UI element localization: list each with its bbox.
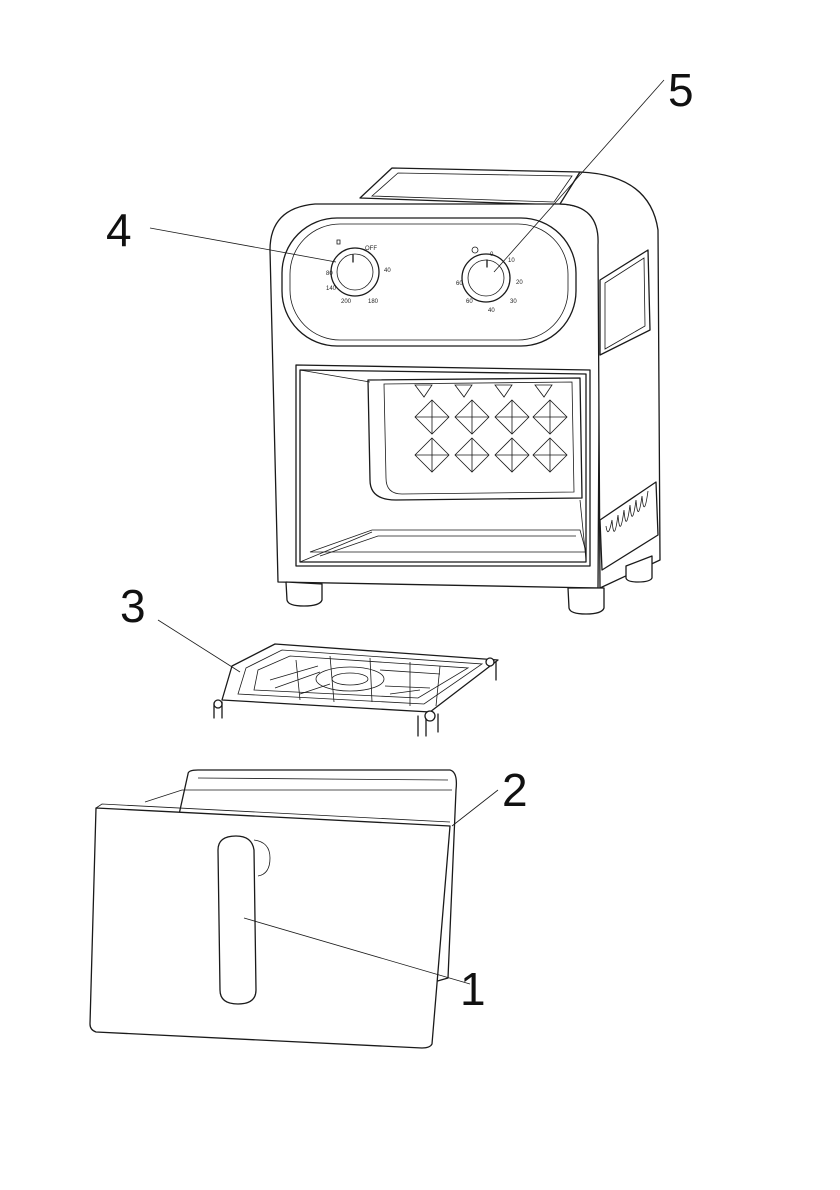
- dial-tick: 60: [466, 299, 473, 305]
- front-right-foot: [568, 588, 604, 614]
- dial-tick: 60: [456, 281, 463, 287]
- callout-1: 1: [460, 963, 486, 1015]
- dial-tick: 30: [510, 299, 517, 305]
- callout-2: 2: [502, 764, 528, 816]
- dial-tick: 80: [326, 271, 333, 277]
- dial-tick: 180: [368, 299, 379, 305]
- front-left-foot: [286, 582, 322, 606]
- dial-tick: 40: [488, 308, 495, 314]
- dial-tick: 200: [341, 299, 352, 305]
- dial-tick: 40: [384, 268, 391, 274]
- dial-off-label: OFF: [365, 246, 377, 252]
- callout-3: 3: [120, 580, 146, 632]
- control-panel: [282, 218, 576, 346]
- air-fryer-body: OFF 40 180 200 140 80 0 10 20 30 40 60 6…: [270, 168, 660, 614]
- dial-tick: 140: [326, 286, 337, 292]
- dial-tick: 10: [508, 258, 515, 264]
- dial-tick: 20: [516, 280, 523, 286]
- callout-4: 4: [106, 204, 132, 256]
- callout-5: 5: [668, 64, 694, 116]
- crisper-tray: [214, 644, 498, 736]
